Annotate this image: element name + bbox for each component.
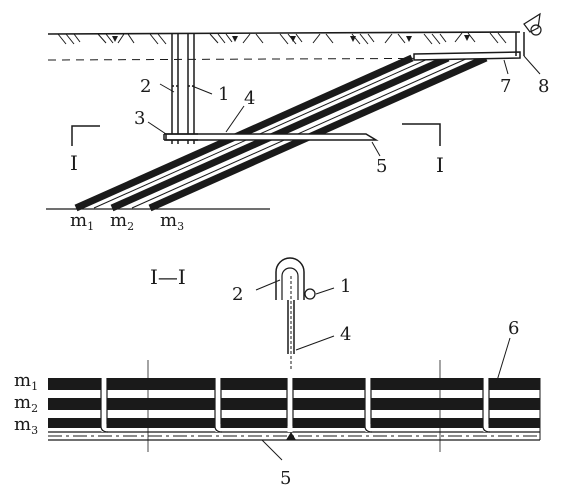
ground-marks — [112, 35, 470, 42]
junction-triangle-icon — [286, 432, 296, 440]
shaft-stem — [287, 300, 295, 354]
seam-label-m3: m3 — [160, 210, 184, 233]
section-marker-right — [402, 123, 441, 146]
seam-thin-line-a — [93, 57, 431, 209]
leader-1-top — [191, 85, 213, 95]
rise-outlines — [100, 378, 491, 433]
shaft-bottom-3 — [163, 133, 198, 141]
cross-section-view — [46, 12, 542, 212]
ground-surface — [47, 31, 521, 35]
section-label-left: I — [70, 151, 78, 175]
label-2-top: 2 — [140, 76, 151, 97]
leader-5-top — [371, 141, 381, 157]
seam-m3-top — [148, 54, 488, 212]
ground-hatching — [57, 32, 507, 45]
roadway-4 — [165, 133, 379, 141]
leader-2-bot — [255, 279, 281, 291]
seam-labels-top: m1 m2 m3 — [70, 210, 184, 233]
plan-seam-m1 — [48, 378, 540, 390]
fan-flag-icon — [523, 12, 541, 33]
label-8: 8 — [538, 76, 549, 97]
seam-m2-top — [110, 54, 450, 212]
leader-7 — [503, 59, 509, 75]
leader-3 — [147, 121, 167, 135]
shafts — [171, 34, 195, 144]
leader-4-top — [225, 105, 245, 133]
upper-roadway-7 — [413, 51, 521, 61]
grid-guides — [147, 360, 441, 452]
label-5-top: 5 — [376, 156, 387, 177]
seam-label-m1: m1 — [70, 210, 94, 233]
section-title: I—I — [150, 265, 186, 289]
leader-5-bot — [261, 439, 283, 461]
plan-label-m3: m3 — [14, 414, 38, 437]
plan-view — [48, 257, 541, 461]
label-7: 7 — [500, 76, 511, 97]
plan-seam-m2 — [48, 398, 540, 410]
label-1-top: 1 — [218, 84, 229, 105]
label-2-bot: 2 — [232, 284, 243, 305]
label-4-bot: 4 — [340, 324, 351, 345]
plan-label-m1: m1 — [14, 370, 38, 393]
section-marker-left — [71, 125, 100, 146]
leader-4-bot — [295, 335, 335, 351]
plan-seam-m3 — [48, 418, 540, 428]
seam-labels-plan: m1 m2 m3 — [14, 370, 38, 437]
label-5-bot: 5 — [280, 468, 291, 489]
plan-label-m2: m2 — [14, 392, 38, 415]
shaft-loop — [275, 257, 305, 300]
shaft-circle-1 — [304, 288, 316, 300]
section-label-right: I — [436, 153, 444, 177]
fan-hub-icon — [530, 24, 542, 36]
seam-label-m2: m2 — [110, 210, 134, 233]
vent-shaft-8 — [515, 32, 525, 56]
label-6: 6 — [508, 318, 519, 339]
rise-crosscuts — [101, 376, 489, 432]
label-3: 3 — [134, 108, 145, 129]
leader-1-bot — [315, 287, 335, 295]
label-1-bot: 1 — [340, 276, 351, 297]
seam-thin-line-b — [131, 57, 469, 209]
leader-8 — [523, 55, 541, 75]
leader-2-top — [159, 83, 175, 93]
seam-m1-top — [74, 54, 414, 212]
shaft-loop-inner — [281, 267, 299, 300]
leader-6 — [495, 337, 511, 385]
label-4-top: 4 — [244, 88, 255, 109]
